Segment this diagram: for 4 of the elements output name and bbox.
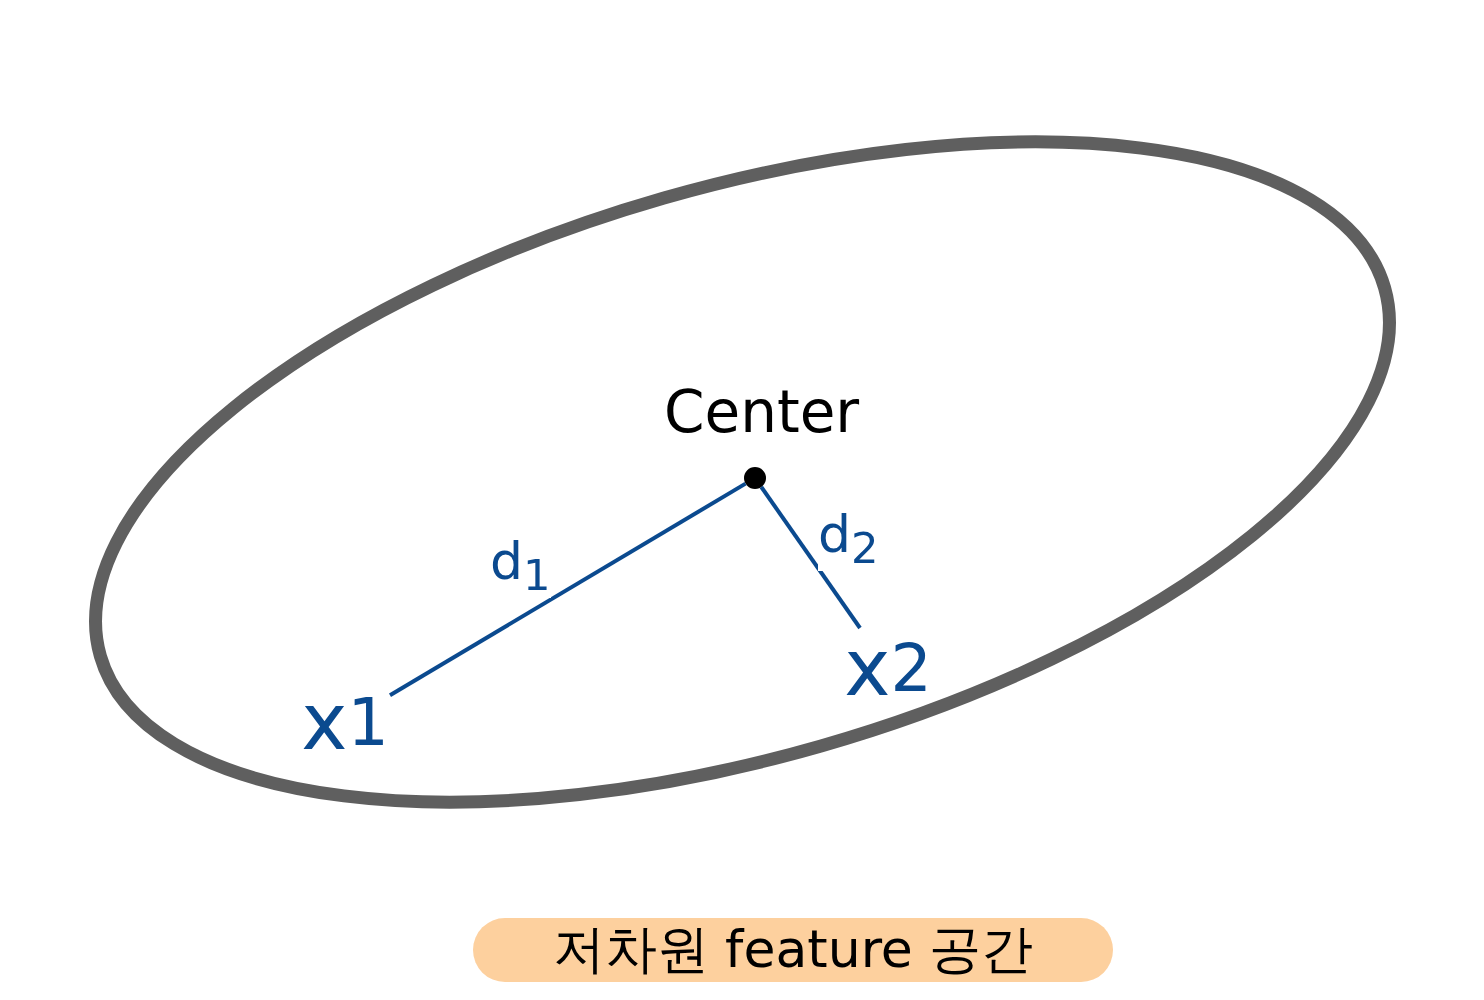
point-label: Center xyxy=(664,383,860,441)
caption-band: 저차원 feature 공간 xyxy=(473,918,1113,982)
connector-line xyxy=(388,481,747,697)
connector-line xyxy=(759,485,862,630)
